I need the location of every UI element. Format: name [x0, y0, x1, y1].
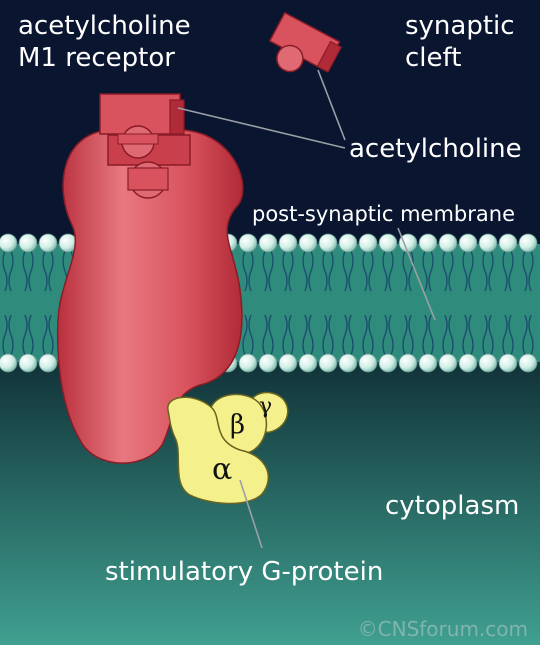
cytoplasm-label: cytoplasm	[385, 491, 520, 521]
lipid-tail	[422, 250, 434, 292]
lipid-tail	[262, 250, 274, 292]
lipid-head	[18, 233, 38, 253]
lipid-head	[498, 353, 518, 373]
lipid-head	[518, 353, 538, 373]
lipid-tail	[402, 314, 414, 356]
lipid-head	[358, 233, 378, 253]
lipid-head	[0, 233, 18, 253]
lipid-tail	[362, 250, 374, 292]
lipid-tail	[442, 250, 454, 292]
lipid-tail	[282, 314, 294, 356]
lipid-tail	[362, 314, 374, 356]
lipid-tail	[462, 250, 474, 292]
lipid-tail	[522, 314, 534, 356]
lipid-head	[38, 353, 58, 373]
lipid-tail	[482, 314, 494, 356]
lipid-tail	[262, 314, 274, 356]
lipid-head	[298, 353, 318, 373]
g-protein	[167, 391, 289, 505]
lipid-tail	[482, 250, 494, 292]
leader-lines	[177, 69, 436, 549]
lipid-tail	[2, 250, 14, 292]
lipid-head	[358, 353, 378, 373]
bound-acetylcholine	[99, 93, 185, 159]
lipid-head	[478, 233, 498, 253]
lipid-tail	[382, 314, 394, 356]
membrane-label: post-synaptic membrane	[252, 202, 515, 226]
lipid-head	[18, 353, 38, 373]
lipid-tail	[282, 250, 294, 292]
lipid-tail	[242, 314, 254, 356]
lipid-head	[378, 233, 398, 253]
lipid-head	[258, 353, 278, 373]
lipid-head	[398, 353, 418, 373]
lipid-head	[438, 353, 458, 373]
lipid-tail	[322, 314, 334, 356]
lipid-tail	[22, 314, 34, 356]
gamma-subunit-label: γ	[259, 394, 273, 419]
lipid-head	[438, 233, 458, 253]
g-protein-alpha-subunit	[167, 396, 270, 505]
lipid-tail	[22, 250, 34, 292]
lipid-tail	[382, 250, 394, 292]
acetylcholine-label: acetylcholine	[349, 134, 522, 164]
lipid-tail	[522, 250, 534, 292]
lipid-head	[338, 353, 358, 373]
lipid-tail	[322, 250, 334, 292]
lipid-head	[318, 233, 338, 253]
leader-acetylcholine-free	[317, 69, 346, 141]
lipid-head	[318, 353, 338, 373]
lipid-head	[378, 353, 398, 373]
lipid-tail	[442, 314, 454, 356]
leader-acetylcholine-bound	[177, 107, 346, 149]
lipid-head	[418, 233, 438, 253]
lipid-head	[238, 353, 258, 373]
lipid-tail	[502, 314, 514, 356]
lipid-tail	[42, 314, 54, 356]
lipid-tail	[302, 314, 314, 356]
lipid-head	[418, 353, 438, 373]
lipid-head	[338, 233, 358, 253]
free-acetylcholine	[268, 11, 342, 73]
lipid-tail	[462, 314, 474, 356]
lipid-tail	[342, 250, 354, 292]
lipid-head	[298, 233, 318, 253]
lipid-head	[458, 353, 478, 373]
lipid-head	[278, 353, 298, 373]
g-protein-label: stimulatory G-protein	[105, 557, 384, 587]
leader-membrane	[397, 227, 436, 321]
leader-g-protein	[239, 479, 263, 549]
lipid-tail	[402, 250, 414, 292]
receptor-label: acetylcholine M1 receptor	[18, 11, 191, 73]
lipid-tail	[422, 314, 434, 356]
lipid-head	[38, 233, 58, 253]
lipid-head	[0, 353, 18, 373]
alpha-subunit-label: α	[212, 452, 233, 487]
lipid-tail	[242, 250, 254, 292]
copyright-credit: ©CNSforum.com	[357, 617, 528, 641]
lipid-head	[258, 233, 278, 253]
lipid-tail	[342, 314, 354, 356]
lipid-tail	[502, 250, 514, 292]
lipid-tail	[302, 250, 314, 292]
lipid-head	[278, 233, 298, 253]
lipid-head	[518, 233, 538, 253]
beta-subunit-label: β	[230, 410, 246, 440]
lipid-head	[478, 353, 498, 373]
lipid-tail	[42, 250, 54, 292]
lipid-tail	[2, 314, 14, 356]
lipid-head	[238, 233, 258, 253]
lipid-head	[458, 233, 478, 253]
synaptic-cleft-label: synaptic cleft	[405, 11, 515, 73]
lipid-head	[498, 233, 518, 253]
